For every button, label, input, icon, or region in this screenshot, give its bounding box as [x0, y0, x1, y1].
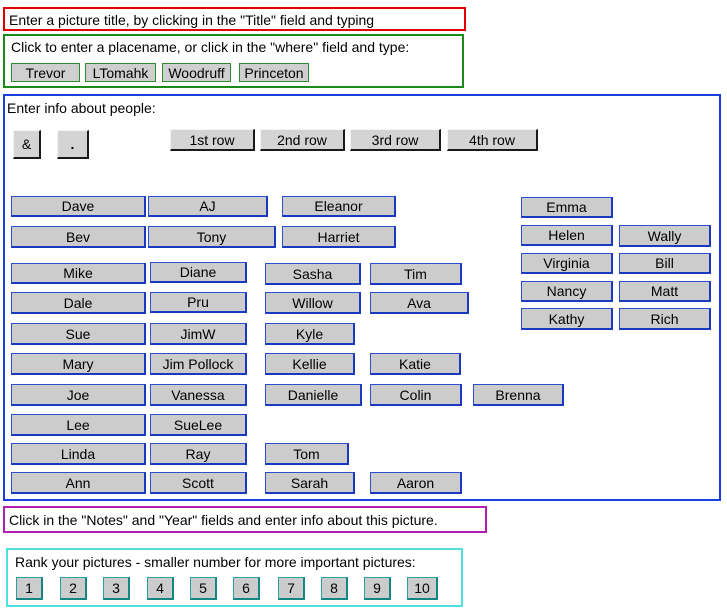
- person-button-jimw[interactable]: JimW: [150, 323, 247, 345]
- person-button-vanessa[interactable]: Vanessa: [150, 384, 247, 406]
- person-button-scott[interactable]: Scott: [150, 472, 247, 494]
- place-button-woodruff[interactable]: Woodruff: [162, 63, 231, 82]
- person-button-ann[interactable]: Ann: [11, 472, 146, 494]
- person-button-emma[interactable]: Emma: [521, 197, 613, 218]
- person-button-linda[interactable]: Linda: [11, 443, 146, 465]
- rank-button-9[interactable]: 9: [364, 577, 391, 600]
- person-button-bev[interactable]: Bev: [11, 226, 146, 248]
- notes-instructions-panel: Click in the "Notes" and "Year" fields a…: [3, 506, 487, 533]
- person-button-wally[interactable]: Wally: [619, 225, 711, 247]
- people-panel: Enter info about people: & . 1st row 2nd…: [3, 94, 721, 501]
- person-button-katie[interactable]: Katie: [370, 353, 461, 375]
- person-button-mary[interactable]: Mary: [11, 353, 146, 375]
- rank-panel: Rank your pictures - smaller number for …: [6, 548, 463, 607]
- notes-instructions-text: Click in the "Notes" and "Year" fields a…: [9, 512, 438, 528]
- person-button-tony[interactable]: Tony: [148, 226, 276, 248]
- person-button-ray[interactable]: Ray: [150, 443, 247, 465]
- person-button-tim[interactable]: Tim: [370, 263, 462, 285]
- rank-button-5[interactable]: 5: [190, 577, 217, 600]
- person-button-harriet[interactable]: Harriet: [282, 226, 396, 248]
- people-instructions-text: Enter info about people:: [7, 100, 156, 116]
- person-button-rich[interactable]: Rich: [619, 308, 711, 330]
- rank-button-10[interactable]: 10: [407, 577, 438, 600]
- person-button-nancy[interactable]: Nancy: [521, 281, 613, 302]
- rank-button-6[interactable]: 6: [233, 577, 260, 600]
- person-button-joe[interactable]: Joe: [11, 384, 146, 406]
- person-button-mike[interactable]: Mike: [11, 263, 146, 284]
- rank-button-7[interactable]: 7: [278, 577, 305, 600]
- title-instructions-panel: Enter a picture title, by clicking in th…: [3, 7, 466, 31]
- rank-button-1[interactable]: 1: [16, 577, 43, 600]
- person-button-virginia[interactable]: Virginia: [521, 253, 613, 274]
- person-button-sarah[interactable]: Sarah: [265, 472, 355, 494]
- person-button-kyle[interactable]: Kyle: [265, 323, 355, 345]
- person-button-kathy[interactable]: Kathy: [521, 308, 613, 330]
- rank-button-4[interactable]: 4: [147, 577, 174, 600]
- person-button-willow[interactable]: Willow: [265, 292, 361, 314]
- period-button[interactable]: .: [57, 130, 89, 159]
- person-button-danielle[interactable]: Danielle: [265, 384, 362, 406]
- person-button-diane[interactable]: Diane: [150, 262, 247, 283]
- person-button-ava[interactable]: Ava: [370, 292, 469, 314]
- person-button-tom[interactable]: Tom: [265, 443, 349, 465]
- person-button-brenna[interactable]: Brenna: [473, 384, 564, 406]
- row-button-2nd[interactable]: 2nd row: [260, 129, 345, 151]
- person-button-jim-pollock[interactable]: Jim Pollock: [150, 353, 247, 375]
- ampersand-button[interactable]: &: [13, 130, 41, 159]
- person-button-aj[interactable]: AJ: [148, 196, 268, 217]
- person-button-bill[interactable]: Bill: [619, 253, 711, 274]
- person-button-pru[interactable]: Pru: [150, 292, 247, 313]
- person-button-matt[interactable]: Matt: [619, 281, 711, 302]
- person-button-dale[interactable]: Dale: [11, 292, 146, 314]
- person-button-sue[interactable]: Sue: [11, 323, 146, 345]
- person-button-aaron[interactable]: Aaron: [370, 472, 462, 494]
- place-button-princeton[interactable]: Princeton: [239, 63, 309, 82]
- row-button-3rd[interactable]: 3rd row: [350, 129, 441, 151]
- rank-button-3[interactable]: 3: [103, 577, 130, 600]
- title-instructions-text: Enter a picture title, by clicking in th…: [9, 12, 375, 28]
- row-button-4th[interactable]: 4th row: [447, 129, 538, 151]
- rank-button-2[interactable]: 2: [60, 577, 87, 600]
- person-button-lee[interactable]: Lee: [11, 414, 146, 436]
- person-button-colin[interactable]: Colin: [370, 384, 462, 406]
- person-button-kellie[interactable]: Kellie: [265, 353, 355, 375]
- place-instructions-text: Click to enter a placename, or click in …: [11, 39, 410, 55]
- rank-button-8[interactable]: 8: [321, 577, 348, 600]
- person-button-eleanor[interactable]: Eleanor: [282, 196, 396, 217]
- person-button-dave[interactable]: Dave: [11, 196, 146, 217]
- person-button-sasha[interactable]: Sasha: [265, 263, 361, 285]
- place-panel: Click to enter a placename, or click in …: [3, 34, 464, 88]
- person-button-suelee[interactable]: SueLee: [150, 414, 247, 436]
- place-button-ltomahk[interactable]: LTomahk: [85, 63, 156, 82]
- rank-instructions-text: Rank your pictures - smaller number for …: [15, 554, 416, 570]
- row-button-1st[interactable]: 1st row: [170, 129, 255, 151]
- place-button-trevor[interactable]: Trevor: [11, 63, 80, 82]
- person-button-helen[interactable]: Helen: [521, 225, 613, 246]
